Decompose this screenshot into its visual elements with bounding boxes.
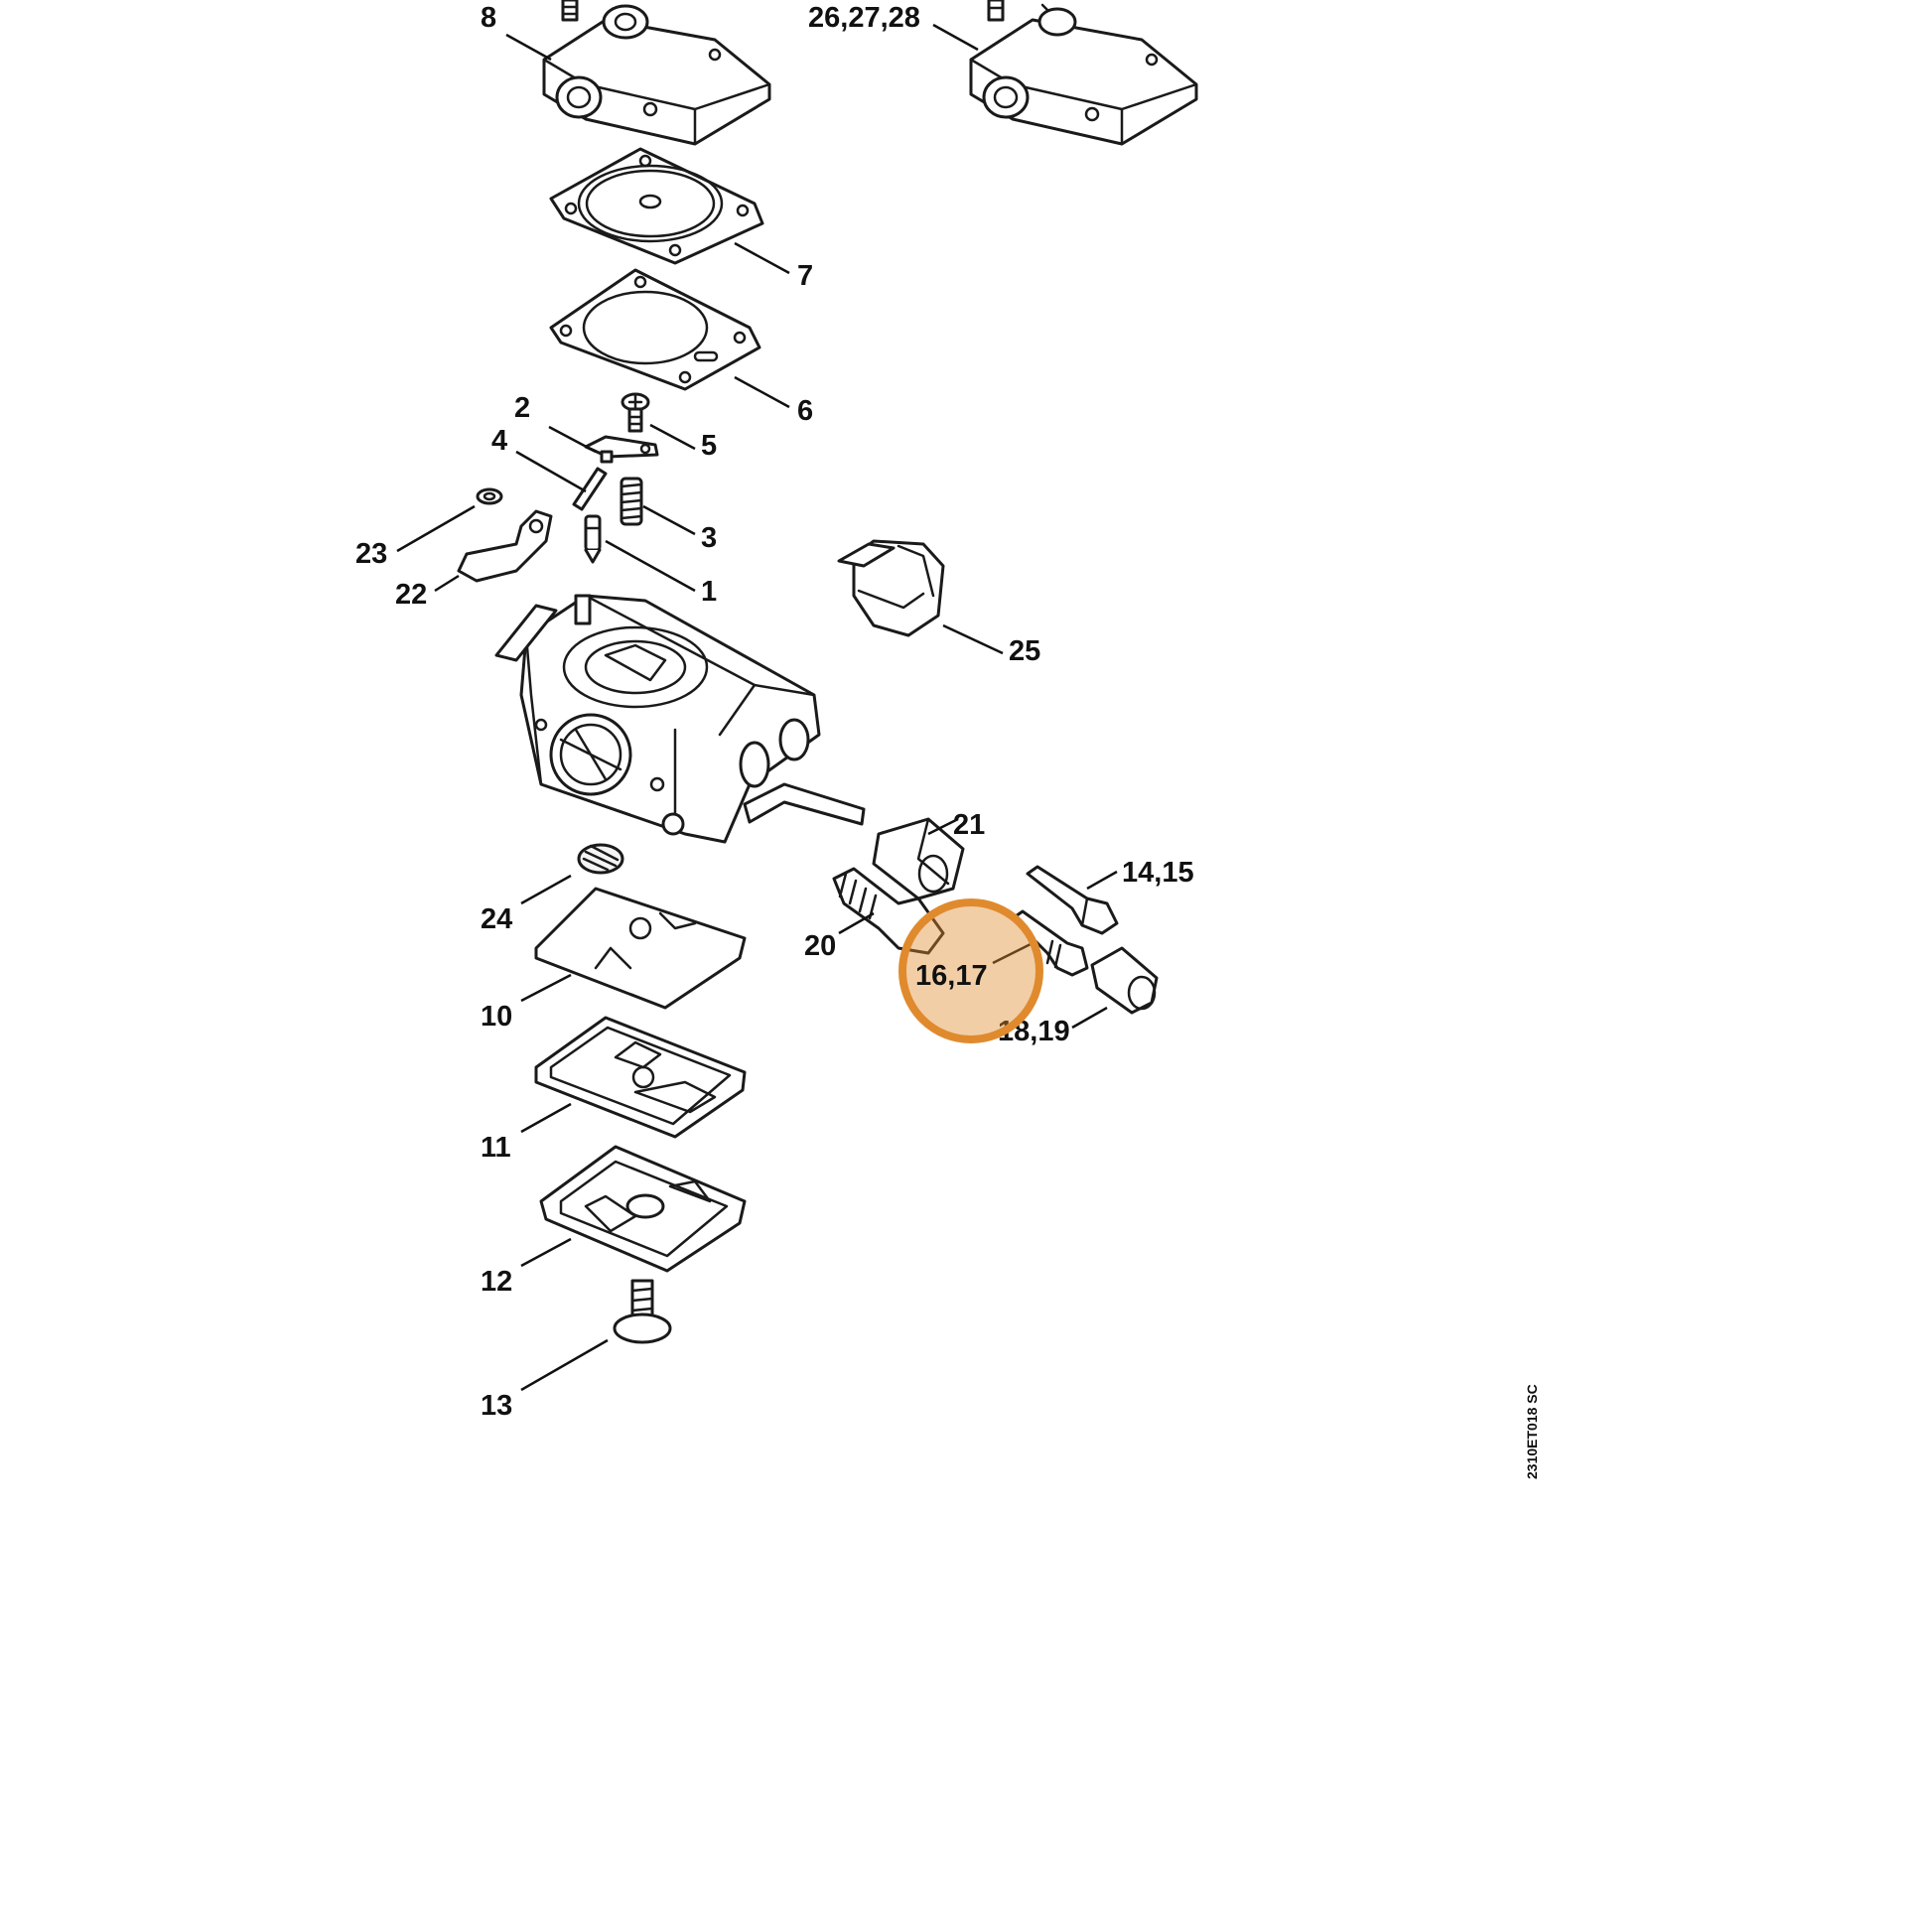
label-5: 5 xyxy=(701,430,717,462)
label-10: 10 xyxy=(481,1001,512,1033)
label-26-27-28: 26,27,28 xyxy=(808,2,920,34)
drawing-code: 2310ET018 SC xyxy=(1524,1384,1540,1479)
part-12-metering-cover[interactable] xyxy=(539,1145,747,1273)
part-10-gasket[interactable] xyxy=(534,887,747,1010)
part-24-fuel-strainer[interactable] xyxy=(577,843,624,875)
part-13-screw[interactable] xyxy=(613,1279,672,1344)
part-18-19-limiter-cap[interactable] xyxy=(1090,946,1159,1015)
part-4-spindle[interactable] xyxy=(572,467,608,511)
part-22-throttle-lever[interactable] xyxy=(457,509,553,583)
label-12: 12 xyxy=(481,1266,512,1298)
part-8-pump-cover[interactable] xyxy=(542,0,771,146)
part-23-circlip[interactable] xyxy=(476,487,503,505)
leader-lines xyxy=(396,23,1118,1392)
label-16-17: 16,17 xyxy=(915,960,988,992)
part-16-17-adjusting-screw[interactable] xyxy=(1011,909,1089,977)
label-3: 3 xyxy=(701,522,717,554)
label-8: 8 xyxy=(481,2,496,34)
part-2-control-lever[interactable] xyxy=(584,435,659,464)
label-25: 25 xyxy=(1009,635,1040,667)
part-3-spring[interactable] xyxy=(620,477,643,526)
part-7-pump-diaphragm[interactable] xyxy=(549,147,764,265)
part-6-gasket[interactable] xyxy=(549,268,761,391)
part-5-screw[interactable] xyxy=(621,392,650,433)
label-11: 11 xyxy=(481,1132,511,1164)
label-22: 22 xyxy=(395,579,427,611)
label-20: 20 xyxy=(804,930,836,962)
part-25-filter-cap[interactable] xyxy=(837,539,945,637)
part-11-metering-diaphragm[interactable] xyxy=(534,1016,747,1139)
label-23: 23 xyxy=(355,538,387,570)
label-21: 21 xyxy=(953,809,985,841)
part-26-27-28-pump-cover[interactable] xyxy=(969,0,1198,146)
label-2: 2 xyxy=(514,392,530,424)
label-4: 4 xyxy=(491,425,507,457)
label-14-15: 14,15 xyxy=(1122,857,1194,889)
label-7: 7 xyxy=(797,260,813,292)
carburetor-body[interactable] xyxy=(494,594,866,844)
label-24: 24 xyxy=(481,903,512,935)
label-6: 6 xyxy=(797,395,813,427)
part-14-15-idle-screw[interactable] xyxy=(1026,865,1119,935)
part-21-choke-shaft[interactable] xyxy=(872,817,965,900)
highlight-circle[interactable] xyxy=(898,898,1043,1043)
label-1: 1 xyxy=(701,576,717,608)
part-1-inlet-needle[interactable] xyxy=(584,514,602,564)
label-13: 13 xyxy=(481,1390,512,1422)
